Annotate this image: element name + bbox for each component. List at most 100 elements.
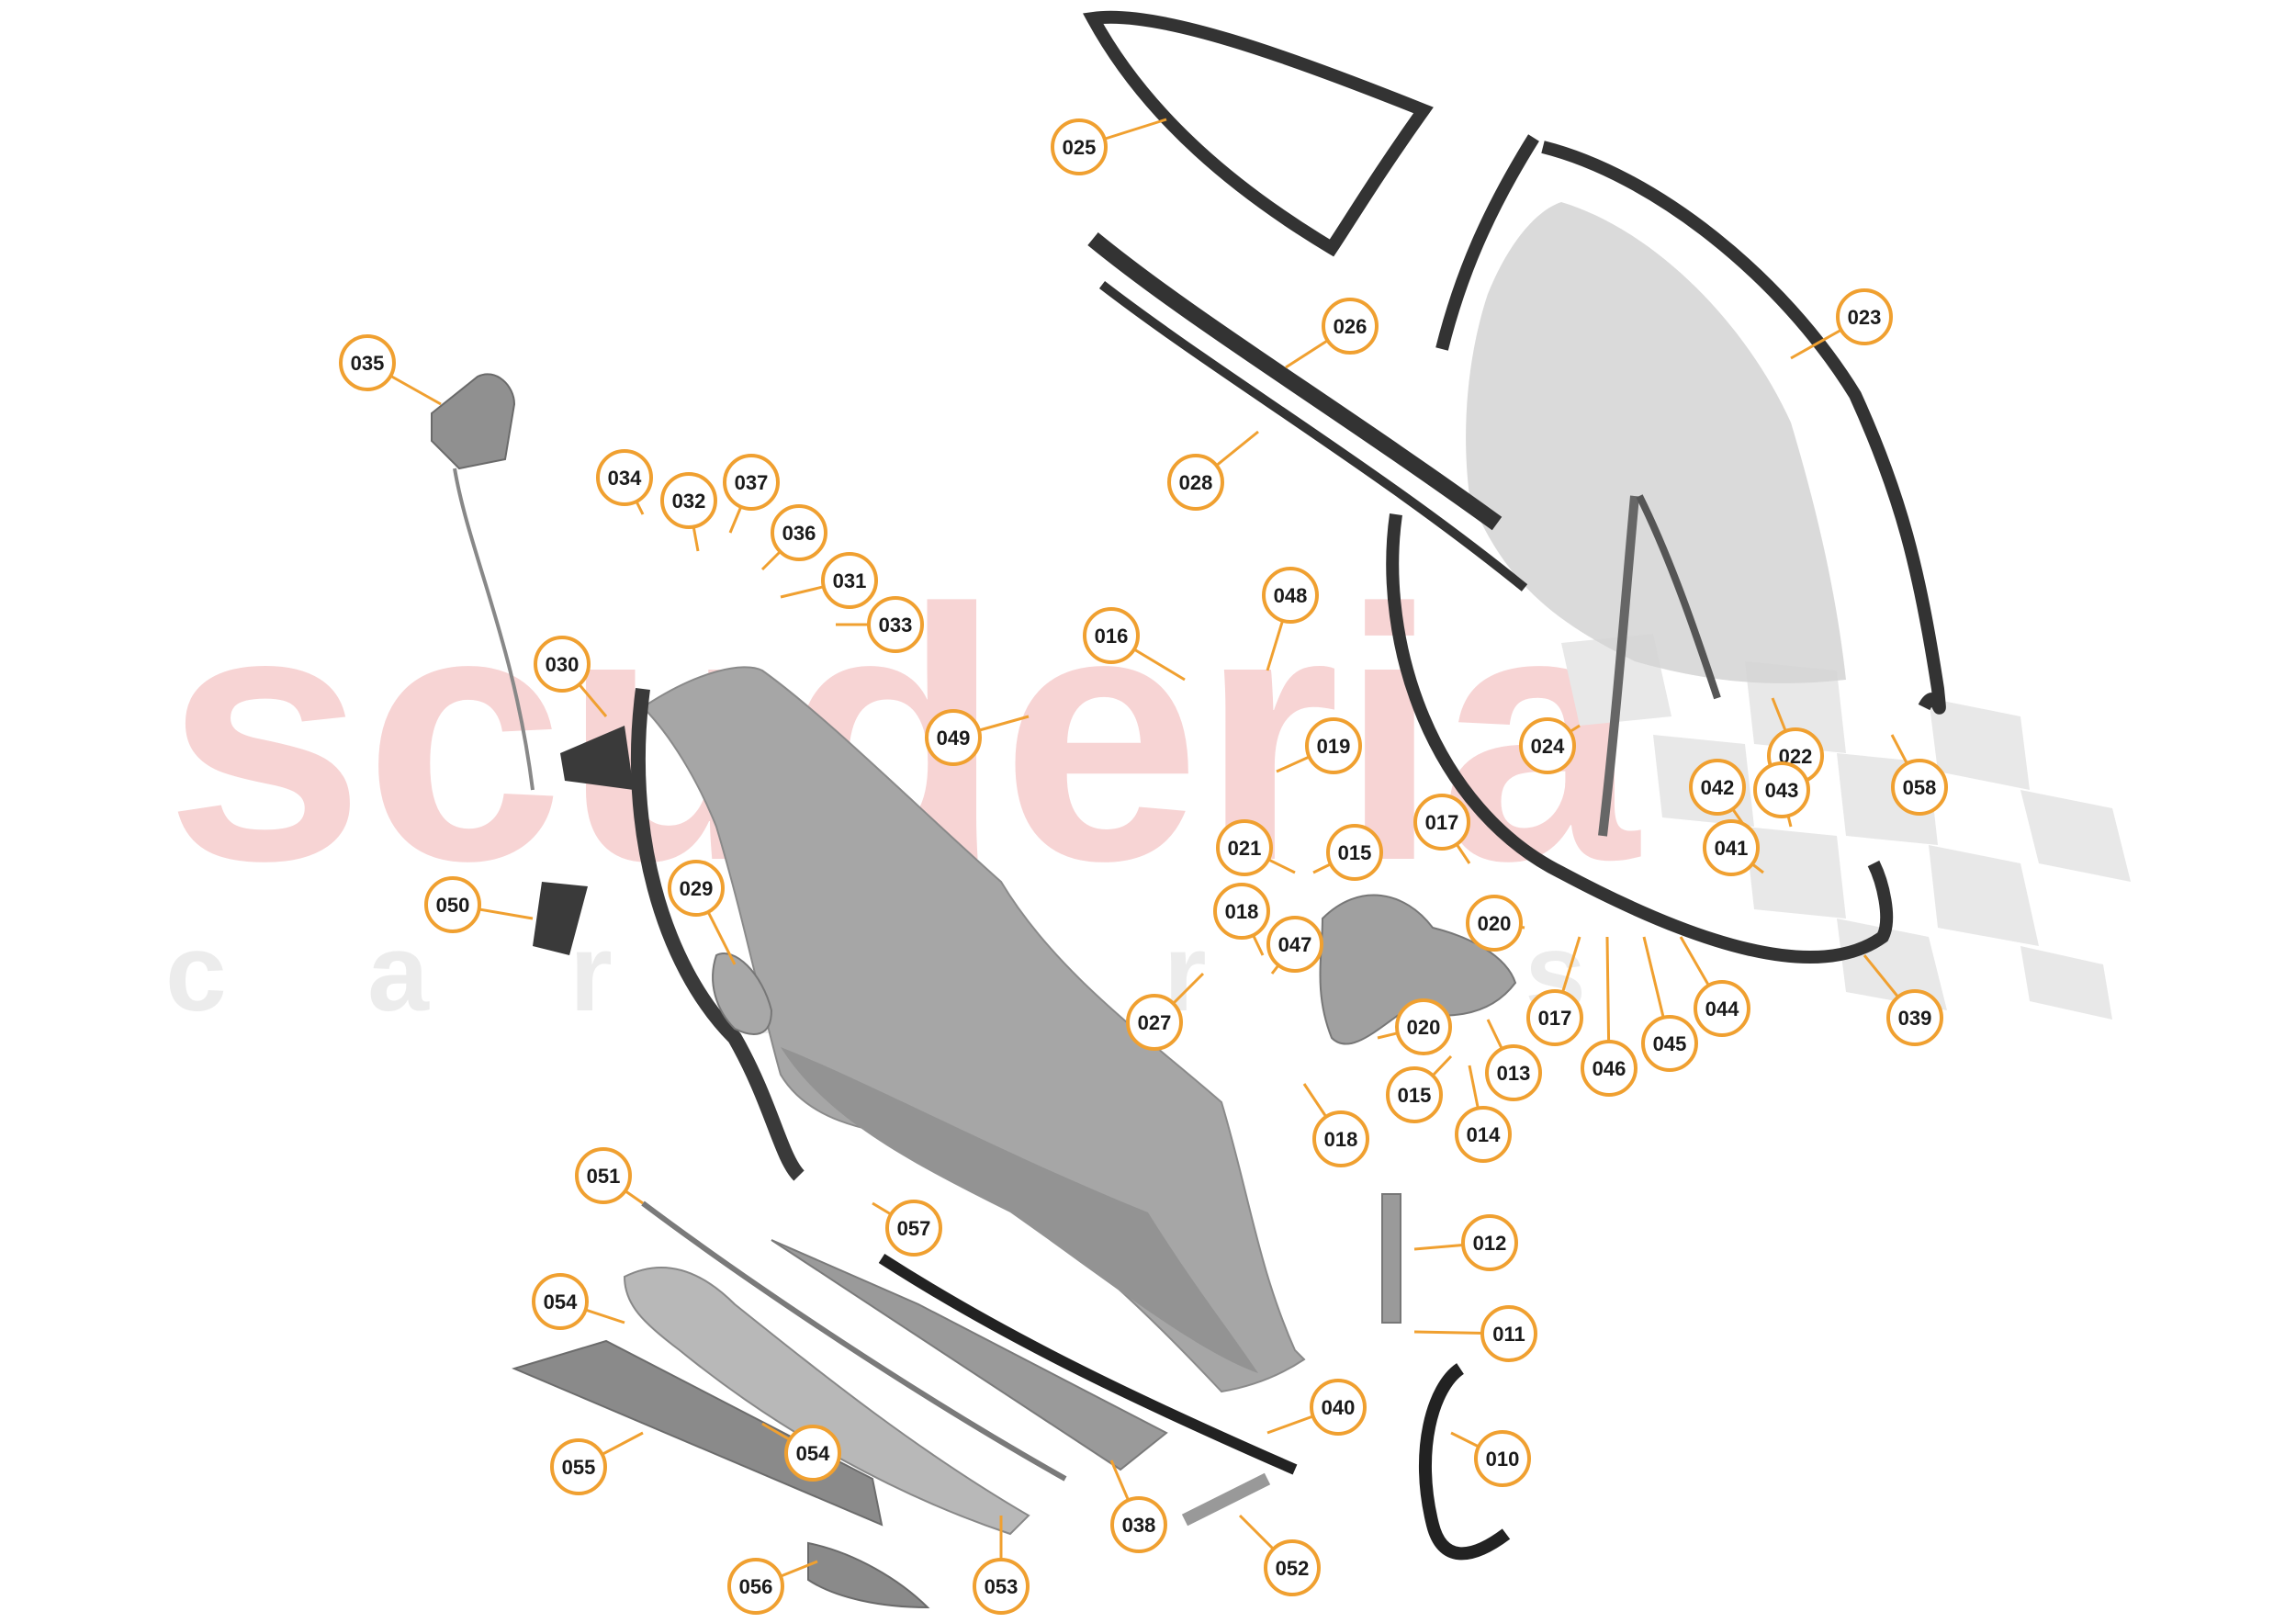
callout-circle-054	[532, 1273, 589, 1330]
callout-label-011: 011	[1492, 1323, 1525, 1346]
callout-circle-053	[973, 1558, 1030, 1615]
callout-circle-050	[424, 876, 481, 933]
callout-circle-016	[1083, 607, 1140, 664]
callout-circle-024	[1519, 717, 1576, 774]
callout-circle-043	[1753, 761, 1810, 818]
callout-label-044: 044	[1705, 997, 1739, 1020]
callout-label-023: 023	[1848, 306, 1882, 329]
foam-pad	[533, 882, 588, 955]
callout-label-051: 051	[587, 1165, 621, 1188]
callout-label-014: 014	[1467, 1123, 1501, 1146]
callout-circle-054	[784, 1425, 841, 1482]
callout-circle-028	[1167, 454, 1224, 511]
callout-label-053: 053	[985, 1575, 1019, 1598]
door-parts	[431, 10, 1946, 1609]
callout-label-040: 040	[1322, 1396, 1356, 1419]
window-frame-post	[1435, 134, 1539, 351]
callout-label-013: 013	[1497, 1062, 1531, 1085]
callout-circle-018	[1213, 883, 1270, 940]
callout-circle-023	[1836, 288, 1893, 345]
callout-label-019: 019	[1317, 735, 1351, 758]
callout-label-024: 024	[1531, 735, 1565, 758]
quarter-window-seal	[1083, 10, 1434, 257]
callout-label-037: 037	[735, 471, 769, 494]
trim-panel-038	[771, 1239, 1168, 1471]
callout-circle-035	[339, 334, 396, 391]
callout-circle-044	[1694, 980, 1750, 1037]
callout-label-031: 031	[833, 569, 867, 592]
inner-belt-strip	[1098, 281, 1528, 592]
callout-circle-058	[1891, 759, 1948, 816]
outer-belt-strip	[1087, 232, 1503, 531]
callout-label-020: 020	[1407, 1016, 1441, 1039]
callout-label-057: 057	[897, 1217, 931, 1240]
door-opening-seal	[1386, 513, 1894, 964]
callout-label-049: 049	[937, 727, 971, 750]
glass-run-channel-2	[1636, 494, 1721, 700]
callout-label-030: 030	[546, 653, 580, 676]
callout-circle-025	[1051, 118, 1108, 175]
callout-circle-057	[885, 1200, 942, 1257]
callout-circle-046	[1581, 1040, 1638, 1097]
callout-label-042: 042	[1701, 776, 1735, 799]
callout-label-015: 015	[1338, 841, 1372, 864]
callout-label-012: 012	[1473, 1232, 1507, 1255]
callout-label-045: 045	[1653, 1032, 1687, 1055]
callout-circle-027	[1126, 994, 1183, 1051]
latch-cable	[453, 468, 535, 791]
door-latch	[431, 373, 516, 470]
callout-label-027: 027	[1138, 1011, 1172, 1034]
check-strap	[1381, 1193, 1401, 1324]
callout-label-020: 020	[1478, 912, 1512, 935]
callout-label-035: 035	[351, 352, 385, 375]
trim-strip-051	[641, 1200, 1067, 1482]
callout-circle-041	[1703, 819, 1760, 876]
callout-label-055: 055	[562, 1456, 596, 1479]
callout-circle-039	[1886, 989, 1943, 1046]
callout-circle-021	[1216, 819, 1273, 876]
callout-circle-032	[660, 472, 717, 529]
callout-circle-011	[1480, 1305, 1537, 1362]
callout-circle-014	[1455, 1106, 1512, 1163]
callout-circle-019	[1305, 717, 1362, 774]
callout-circle-048	[1262, 567, 1319, 624]
callout-label-015: 015	[1398, 1084, 1432, 1107]
sill-trim-053	[623, 1267, 1030, 1536]
callout-label-052: 052	[1276, 1557, 1310, 1580]
harness-grommet	[1418, 1363, 1511, 1561]
callout-circle-051	[575, 1147, 632, 1204]
door-hinge	[1319, 894, 1517, 1045]
callout-circle-013	[1485, 1044, 1542, 1101]
callout-circle-036	[771, 504, 827, 561]
callout-label-050: 050	[436, 894, 470, 917]
callout-label-010: 010	[1486, 1448, 1520, 1471]
callout-circle-052	[1264, 1539, 1321, 1596]
callout-label-033: 033	[879, 614, 913, 637]
callout-circle-017	[1526, 989, 1583, 1046]
callout-circle-015	[1386, 1066, 1443, 1123]
callout-label-034: 034	[608, 467, 642, 490]
callout-circle-045	[1641, 1015, 1698, 1072]
callout-label-032: 032	[672, 490, 706, 513]
callout-circle-015	[1326, 824, 1383, 881]
callout-label-047: 047	[1278, 933, 1312, 956]
callout-label-041: 041	[1715, 837, 1749, 860]
callout-label-021: 021	[1228, 837, 1262, 860]
callout-label-036: 036	[782, 522, 816, 545]
callout-circle-033	[867, 596, 924, 653]
callout-label-054: 054	[796, 1442, 830, 1465]
callout-circle-037	[723, 454, 780, 511]
sill-panel-055	[512, 1339, 884, 1527]
callout-label-054: 054	[544, 1291, 578, 1313]
callout-circle-030	[534, 636, 591, 693]
callout-label-017: 017	[1425, 811, 1459, 834]
callout-circle-026	[1322, 298, 1379, 355]
rod-052	[1181, 1472, 1271, 1527]
callout-circle-029	[668, 860, 725, 917]
callout-label-025: 025	[1063, 136, 1097, 159]
sill-seal-040	[878, 1253, 1298, 1475]
callout-label-026: 026	[1334, 315, 1367, 338]
end-piece-056	[807, 1541, 930, 1609]
